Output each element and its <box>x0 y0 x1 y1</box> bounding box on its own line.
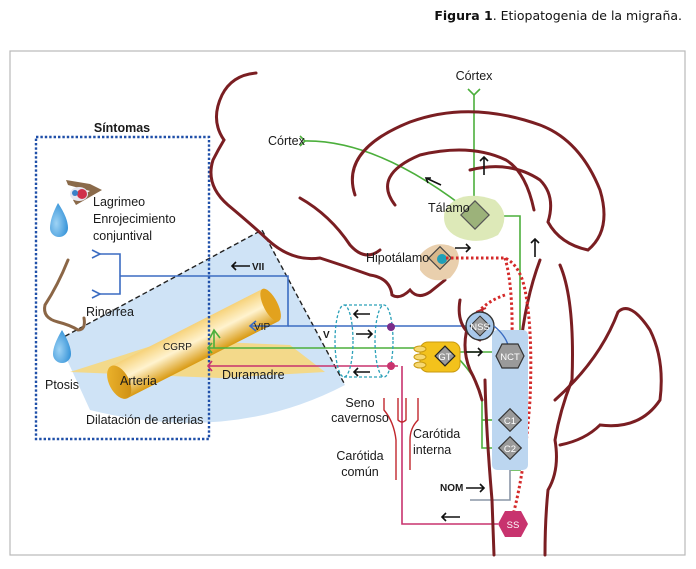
ss-node <box>498 511 528 537</box>
sympathetic-synapse-dot <box>387 362 395 370</box>
c1-label: C1 <box>504 416 516 427</box>
artery-cylinder <box>107 288 281 399</box>
gt-node <box>434 345 456 367</box>
figure-caption-text: . Etiopatogenia de la migraña. <box>492 8 682 23</box>
label-hipotalamo: Hipotálamo <box>366 251 429 265</box>
brain-outline <box>209 71 663 557</box>
nss-node <box>469 315 491 337</box>
flow-arrows <box>230 155 540 522</box>
eye-icon <box>66 180 102 205</box>
ss-label: SS <box>507 520 520 531</box>
label-arteria: Arteria <box>120 374 157 388</box>
label-v: V <box>323 330 330 341</box>
label-nom: NOM <box>440 483 463 494</box>
talamo-node <box>460 200 490 230</box>
symptom-lagrimeo: Lagrimeo <box>93 195 145 209</box>
symptom-enrojecimiento: Enrojecimiento <box>93 212 176 226</box>
dilation-area-edge <box>57 229 346 386</box>
figure-frame <box>9 50 686 556</box>
seno-cavernoso-shape <box>334 304 394 378</box>
symptom-rinorrea: Rinorrea <box>86 305 134 319</box>
gt-label: GT <box>438 352 451 363</box>
nss-label: NSS <box>470 322 490 333</box>
figure-caption: Figura 1. Etiopatogenia de la migraña. <box>434 8 682 23</box>
label-carotida-comun-1: Carótida <box>336 449 383 463</box>
hipotalamo-nucleus <box>437 254 447 264</box>
sympathetic-pathway <box>206 360 498 525</box>
nose-drop-icon <box>53 330 71 363</box>
symptoms-title: Síntomas <box>94 121 150 135</box>
label-carotida-interna-2: interna <box>413 443 451 457</box>
label-seno-2: cavernoso <box>331 411 389 425</box>
nct-label: NCT <box>500 352 520 363</box>
label-seno-1: Seno <box>345 396 374 410</box>
c2-node <box>497 435 523 461</box>
carotid-arteries <box>383 398 419 480</box>
symptom-dilatacion: Dilatación de arterias <box>86 413 203 427</box>
figure-caption-prefix: Figura 1 <box>434 8 493 23</box>
label-carotida-interna-1: Carótida <box>413 427 460 441</box>
label-talamo: Tálamo <box>428 201 470 215</box>
nss-nct-link <box>493 325 509 346</box>
label-vip: VIP <box>254 322 270 333</box>
nct-node <box>495 343 525 369</box>
label-cortex-left: Córtex <box>268 134 306 148</box>
symptom-conjuntival: conjuntival <box>93 229 152 243</box>
label-vii: VII <box>252 262 264 273</box>
c2-label: C2 <box>504 444 516 455</box>
tear-drop-icon <box>50 203 68 237</box>
c1-node <box>497 407 523 433</box>
nom-pathway <box>470 462 511 501</box>
v-synapse-dot <box>387 323 395 331</box>
label-cortex-top: Córtex <box>456 69 494 83</box>
nose-icon <box>43 258 86 332</box>
label-duramadre: Duramadre <box>222 368 285 382</box>
label-cgrp: CGRP <box>163 342 192 353</box>
parasympathetic-pathway <box>91 249 480 332</box>
label-carotida-comun-2: común <box>341 465 379 479</box>
symptom-ptosis: Ptosis <box>45 378 79 392</box>
